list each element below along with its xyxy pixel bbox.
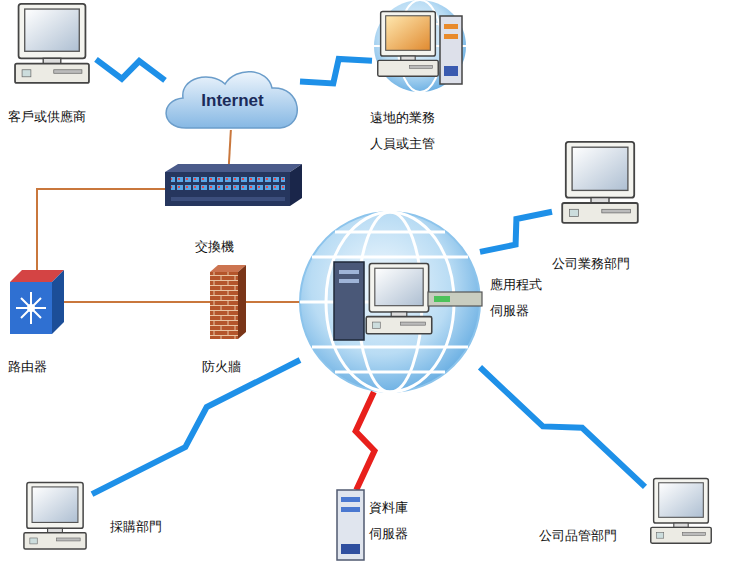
wireless-link (300, 59, 372, 83)
department-computer: 採購部門 (18, 478, 92, 558)
computer-icon (15, 4, 89, 83)
wireless-link (92, 360, 300, 494)
device-label: 路由器 (8, 359, 47, 374)
label-box: 公司品管部門 (539, 523, 639, 549)
label-box: 防火牆 (202, 354, 262, 380)
label-box: 交換機 (195, 234, 260, 260)
device-label: 遠地的業務人員或主管 (370, 110, 435, 151)
firewall-icon (210, 265, 246, 339)
application-server-icon (300, 212, 482, 392)
cloud-label: Internet (201, 91, 263, 111)
device-label: 交換機 (195, 239, 234, 254)
wireless-link (480, 367, 645, 487)
wireless-link (96, 59, 165, 80)
label-box: 資料庫伺服器 (369, 495, 413, 547)
application-server: 應用程式伺服器 (300, 212, 480, 392)
computer-icon (24, 482, 86, 549)
database-server-icon (337, 490, 364, 560)
switch-icon (165, 164, 302, 206)
label-box: 路由器 (8, 354, 68, 380)
network-cable (37, 189, 165, 270)
label-box: Internet (165, 72, 300, 130)
device-label: 公司品管部門 (539, 528, 617, 543)
label-box: 遠地的業務人員或主管 (370, 105, 444, 157)
network-cable (64, 301, 210, 303)
database-server: 資料庫伺服器 (335, 490, 365, 560)
label-box: 應用程式伺服器 (490, 272, 547, 324)
device-label: 採購部門 (110, 519, 162, 534)
computer-icon (562, 142, 638, 223)
network-cable (246, 301, 300, 303)
wireless-link (480, 212, 552, 252)
label-box: 客戶或供應商 (8, 104, 112, 130)
device-label: 防火牆 (202, 359, 241, 374)
firewall: 防火牆 (210, 265, 246, 339)
device-label: 資料庫伺服器 (369, 500, 408, 541)
device-label: 公司業務部門 (552, 256, 630, 271)
network-switch: 交換機 (165, 170, 290, 208)
device-label: 客戶或供應商 (8, 109, 86, 124)
label-box: 公司業務部門 (552, 251, 656, 277)
label-box: 採購部門 (110, 514, 182, 540)
router: 路由器 (10, 270, 64, 334)
department-computer: 公司品管部門 (645, 475, 717, 551)
device-label: 應用程式伺服器 (490, 277, 542, 318)
router-icon (10, 270, 64, 334)
wireless-link (356, 392, 375, 490)
client-computer: 客戶或供應商 (8, 2, 96, 90)
remote-computer: 遠地的業務人員或主管 (372, 5, 464, 90)
department-computer: 公司業務部門 (552, 140, 648, 230)
remote-computer-icon (374, 0, 466, 92)
computer-icon (651, 478, 711, 543)
internet-cloud: Internet (165, 72, 300, 130)
cloud-shape (166, 72, 297, 128)
